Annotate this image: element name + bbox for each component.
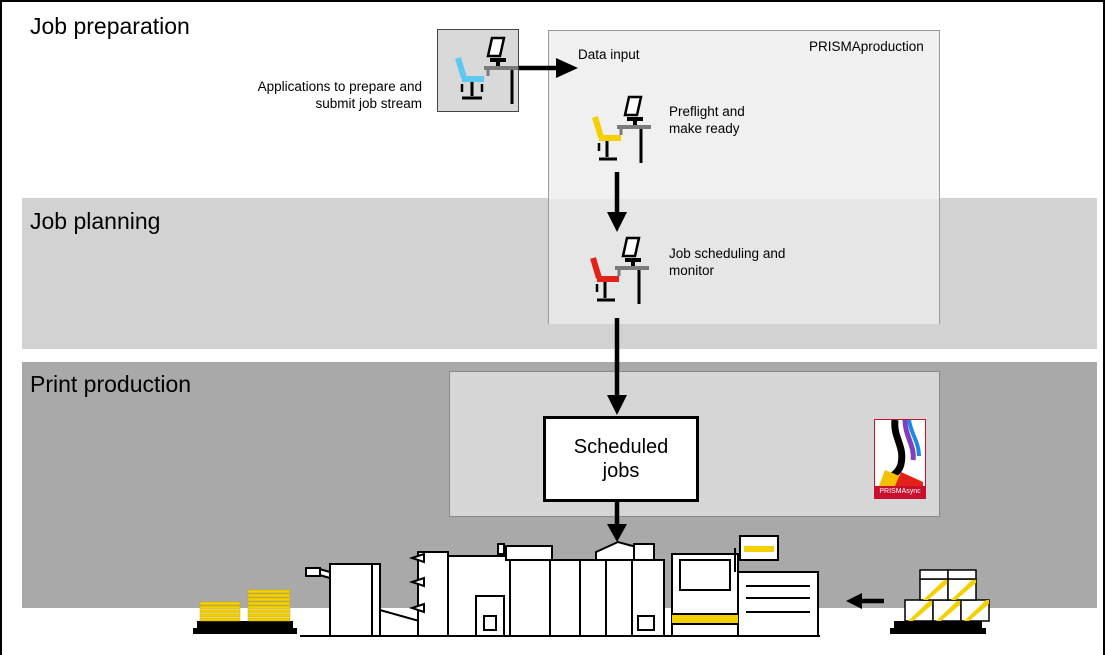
prismaproduction-title: PRISMAproduction [809, 39, 924, 54]
applications-label-line2: submit job stream [315, 96, 422, 111]
lane-label-job-planning: Job planning [30, 208, 161, 234]
arrow-scheduling-to-scheduled-jobs [607, 318, 627, 415]
applications-label-line1: Applications to prepare and [257, 79, 422, 94]
scheduling-workstation-icon [590, 236, 649, 304]
scheduling-label: Job scheduling and monitor [669, 245, 785, 279]
preflight-workstation-icon [592, 95, 651, 163]
arrow-applications-to-data-input [519, 58, 578, 78]
prismasync-logo-text: PRISMAsync [875, 486, 925, 498]
data-input-label: Data input [578, 47, 640, 62]
preflight-label: Preflight and make ready [669, 103, 745, 137]
applications-workstation-icon [455, 36, 518, 104]
scheduled-jobs-label: Scheduled jobs [573, 436, 669, 482]
flow-arrows [519, 58, 884, 609]
prismasync-logo-mark [879, 420, 923, 488]
lane-label-job-preparation: Job preparation [30, 13, 190, 39]
prismaproduction-box [548, 30, 940, 324]
scheduling-label-line2: monitor [669, 263, 715, 278]
paper-supply-boxes [890, 569, 990, 634]
preflight-label-line2: make ready [669, 121, 740, 136]
production-printer [300, 535, 820, 637]
arrow-paper-supply-to-printer [846, 593, 884, 609]
preflight-label-line1: Preflight and [669, 104, 745, 119]
lane-label-print-production: Print production [30, 371, 192, 397]
prismasync-logo: PRISMAsync [874, 419, 926, 499]
prismaproduction-box-top [549, 31, 939, 199]
arrow-preflight-to-scheduling [607, 172, 627, 232]
scheduling-label-line1: Job scheduling and [669, 246, 786, 261]
applications-label: Applications to prepare and submit job s… [170, 78, 422, 112]
arrow-scheduled-jobs-to-printer [607, 502, 627, 542]
scheduled-jobs-box: Scheduled jobs [543, 416, 699, 502]
printed-output-stacks [193, 589, 297, 634]
